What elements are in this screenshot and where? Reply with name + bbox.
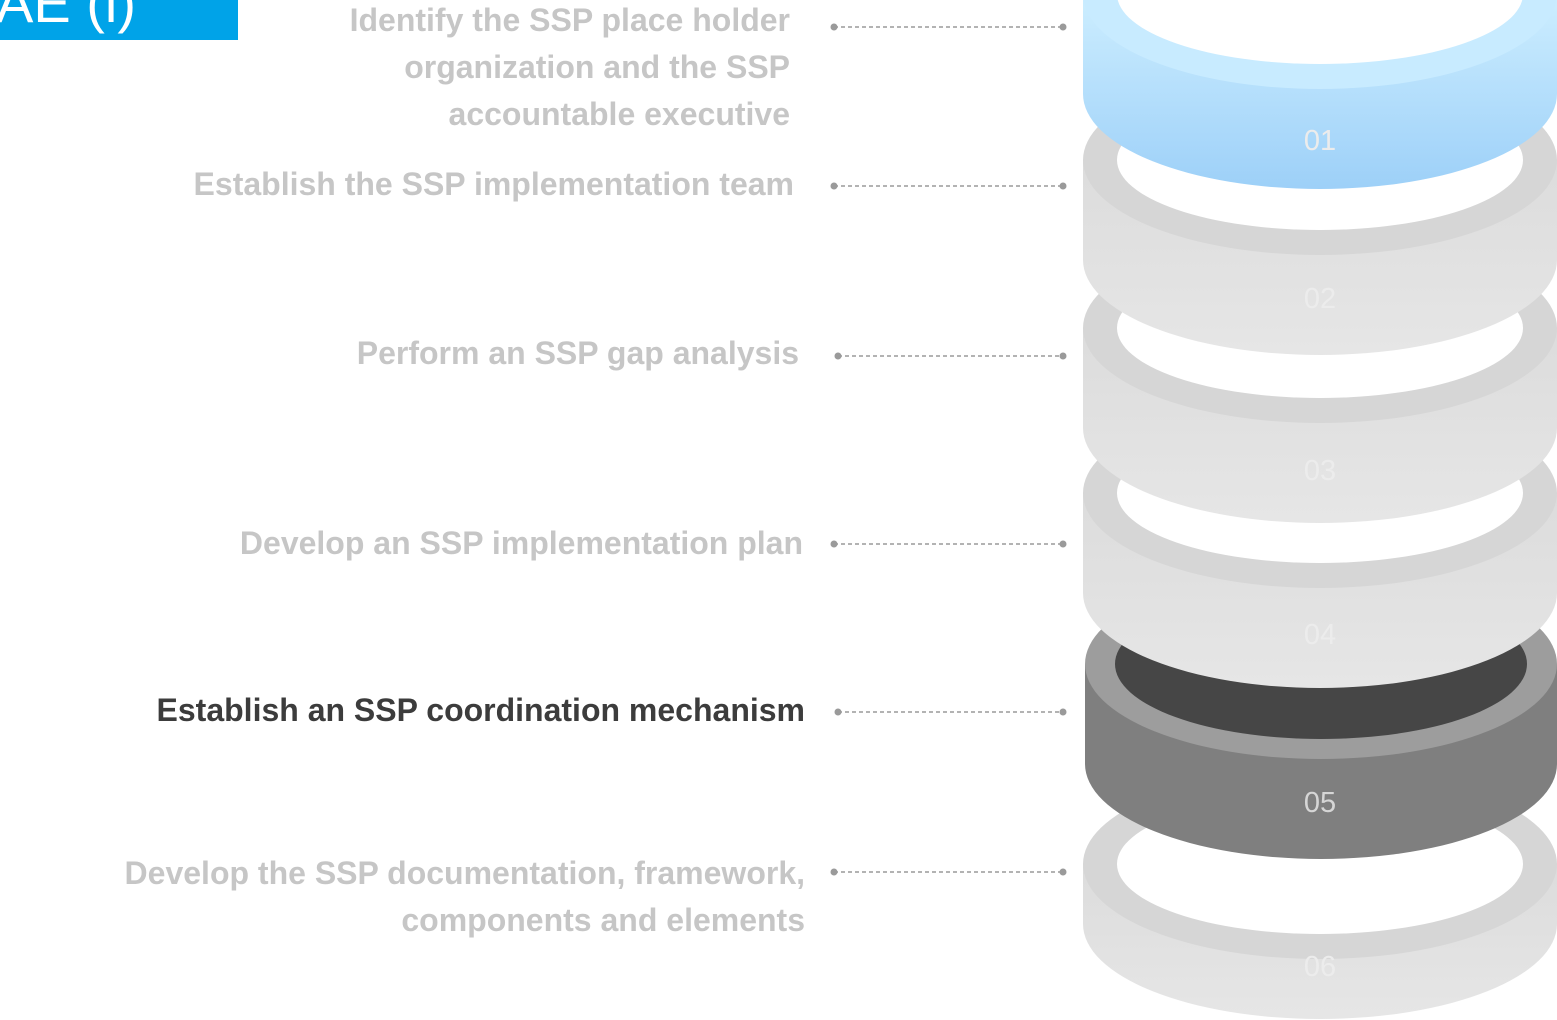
step-label-05: Establish an SSP coordination mechanism [156,692,805,728]
connector-04 [830,540,1067,548]
ring-number-01: 01 [1304,125,1336,157]
ring-number-03: 03 [1304,455,1336,487]
step-label-02: Establish the SSP implementation team [193,166,794,202]
step-label-06: Develop the SSP documentation, framework… [124,855,805,938]
connector-05 [834,708,1067,716]
step-label-01: Identify the SSP place holder organizati… [349,2,790,132]
step-label-03: Perform an SSP gap analysis [356,335,799,371]
connector-02 [830,182,1067,190]
ring-number-04: 04 [1304,619,1336,651]
title-tab: AE (i) [0,0,238,40]
connector-06 [830,868,1067,876]
connector-03 [834,352,1067,360]
title-tab-text: AE (i) [0,0,136,34]
ring-number-02: 02 [1304,283,1336,315]
ring-number-06: 06 [1304,951,1336,983]
ring-number-05: 05 [1304,787,1336,819]
connector-01 [830,23,1067,31]
step-label-04: Develop an SSP implementation plan [239,525,803,561]
ring-01: 01 [1083,0,1557,189]
